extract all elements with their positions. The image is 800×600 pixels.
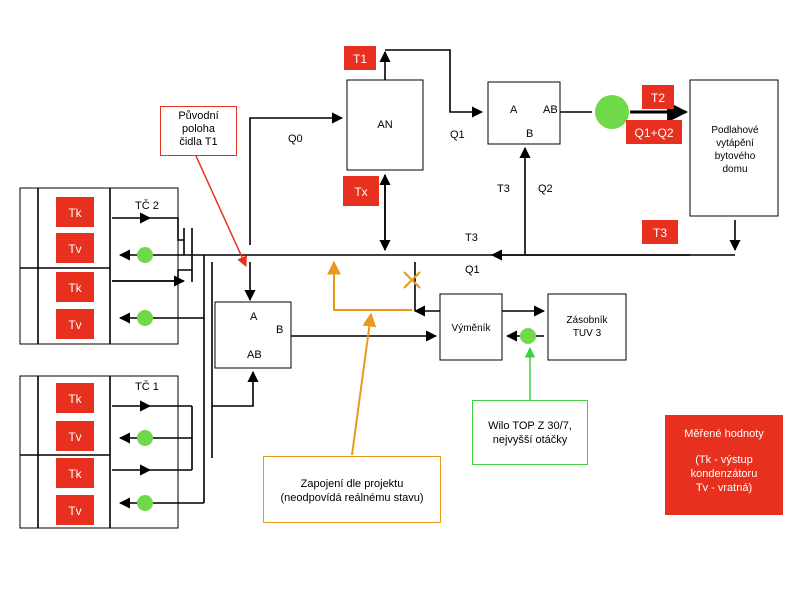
pump-tc2-a (137, 247, 153, 263)
callout-pump-info: Wilo TOP Z 30/7, nejvyšší otáčky (472, 400, 588, 465)
label-q1-top: Q1 (450, 129, 465, 141)
svg-text:Tv: Tv (68, 430, 81, 444)
svg-text:Tx: Tx (354, 185, 367, 199)
tag-tk-4: Tk (56, 458, 94, 488)
svg-text:Tv: Tv (68, 318, 81, 332)
tag-tv-2: Tv (56, 309, 94, 339)
tag-t1: T1 (344, 46, 376, 70)
tag-tk-1: Tk (56, 197, 94, 227)
label-q1-line: Q1 (465, 264, 480, 276)
svg-text:Výměník: Výměník (452, 323, 492, 334)
pump-tc1-a (137, 430, 153, 446)
label-q2: Q2 (538, 183, 553, 195)
tag-q1q2: Q1+Q2 (626, 120, 682, 144)
svg-text:T2: T2 (651, 91, 665, 105)
legend-measured-values: Měřené hodnoty (Tk - výstup kondenzátoru… (665, 415, 783, 515)
svg-text:Podlahové: Podlahové (711, 125, 759, 136)
svg-text:Tk: Tk (68, 392, 82, 406)
label-t3-mid: T3 (497, 183, 510, 195)
svg-text:bytového: bytového (715, 151, 756, 162)
block-floor-heating (689, 79, 779, 217)
heat-pump-tc2 (19, 187, 179, 345)
svg-text:AB: AB (247, 349, 262, 361)
svg-text:AN: AN (377, 119, 392, 131)
pump-tuv (520, 328, 536, 344)
svg-text:TUV 3: TUV 3 (573, 328, 602, 339)
svg-text:B: B (276, 324, 283, 336)
label-tc1: TČ 1 (135, 380, 159, 393)
svg-text:A: A (510, 104, 518, 116)
callout-project: Zapojení dle projektu (neodpovídá reálné… (263, 456, 441, 523)
pump-tc1-b (137, 495, 153, 511)
tag-tk-3: Tk (56, 383, 94, 413)
svg-text:Tv: Tv (68, 242, 81, 256)
svg-text:Q1+Q2: Q1+Q2 (634, 126, 673, 140)
block-tank (547, 293, 627, 361)
tag-t3: T3 (642, 220, 678, 244)
svg-text:Tk: Tk (68, 206, 82, 220)
label-q0: Q0 (288, 133, 303, 145)
svg-text:vytápění: vytápění (716, 138, 754, 149)
svg-text:AB: AB (543, 104, 558, 116)
svg-text:domu: domu (722, 164, 747, 175)
svg-text:T1: T1 (353, 52, 367, 66)
tc2-pipes (112, 212, 204, 324)
tag-tv-3: Tv (56, 421, 94, 451)
pump-tc2-b (137, 310, 153, 326)
tag-t2: T2 (642, 85, 674, 109)
tag-tv-1: Tv (56, 233, 94, 263)
svg-text:Zásobník: Zásobník (566, 315, 608, 326)
tag-tv-4: Tv (56, 495, 94, 525)
label-t3-line: T3 (465, 232, 478, 244)
svg-text:T3: T3 (653, 226, 667, 240)
block-valve-top (487, 81, 561, 145)
label-tc2: TČ 2 (135, 199, 159, 212)
block-exchanger (439, 293, 503, 361)
block-valve-bottom (214, 301, 292, 369)
svg-text:Tk: Tk (68, 467, 82, 481)
tag-tx: Tx (343, 176, 379, 206)
heat-pump-tc1 (19, 375, 179, 529)
pump-main (595, 95, 629, 129)
tc1-pipes (112, 400, 204, 509)
svg-text:Tk: Tk (68, 281, 82, 295)
svg-text:A: A (250, 311, 258, 323)
tag-tk-2: Tk (56, 272, 94, 302)
svg-text:B: B (526, 128, 533, 140)
block-an (346, 79, 424, 171)
callout-original-position: Původní poloha čidla T1 (160, 106, 237, 156)
svg-text:Tv: Tv (68, 504, 81, 518)
